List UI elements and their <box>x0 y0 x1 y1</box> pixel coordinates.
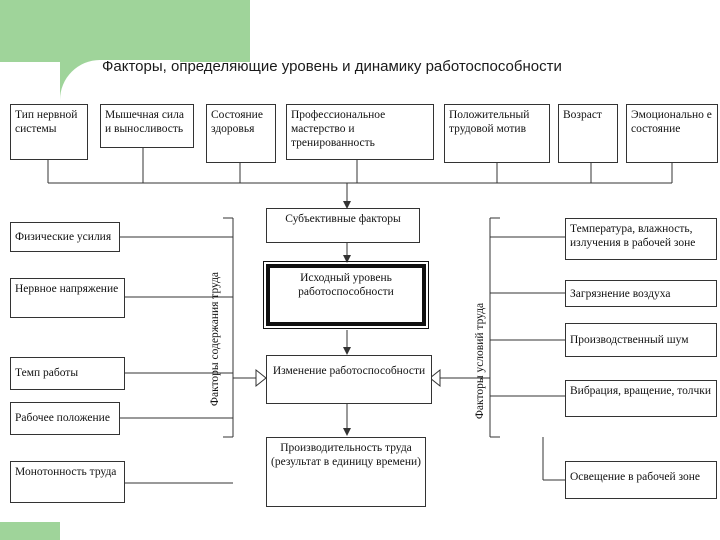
initial-level-box: Исходный уровень работоспособности <box>263 261 429 329</box>
factor-age: Возраст <box>558 104 618 163</box>
subjective-factors-box: Субъективные факторы <box>266 208 420 243</box>
factor-temperature: Температура, влажность, излучения в рабо… <box>565 218 717 260</box>
factor-health: Состояние здоровья <box>206 104 276 163</box>
factor-work-position: Рабочее положение <box>10 402 120 435</box>
factor-air-pollution: Загрязнение воздуха <box>565 280 717 307</box>
accent-block-bottom <box>0 522 60 540</box>
factor-work-pace: Темп работы <box>10 357 125 390</box>
factor-emotional-state: Эмоционально е состояние <box>626 104 718 163</box>
factor-monotony: Монотонность труда <box>10 461 125 503</box>
page-title: Факторы, определяющие уровень и динамику… <box>102 58 562 75</box>
right-group-label: Факторы условий труда <box>474 302 486 420</box>
factor-professional-skill: Профессиональное мастерство и тренирован… <box>286 104 434 160</box>
left-group-label: Факторы содержания труда <box>209 271 221 407</box>
change-box: Изменение работоспособности <box>266 355 432 404</box>
factor-noise: Производственный шум <box>565 323 717 357</box>
productivity-box: Производительность труда (результат в ед… <box>266 437 426 507</box>
factor-nervous-tension: Нервное напряжение <box>10 278 125 318</box>
factor-nervous-system: Тип нервной системы <box>10 104 88 160</box>
factor-lighting: Освещение в рабочей зоне <box>565 461 717 499</box>
factor-vibration: Вибрация, вращение, толчки <box>565 380 717 417</box>
accent-block-top <box>0 0 250 62</box>
factor-physical-effort: Физические усилия <box>10 222 120 252</box>
factor-muscle-strength: Мышечная сила и выносливость <box>100 104 194 148</box>
factor-work-motive: Положительный трудовой мотив <box>444 104 550 163</box>
